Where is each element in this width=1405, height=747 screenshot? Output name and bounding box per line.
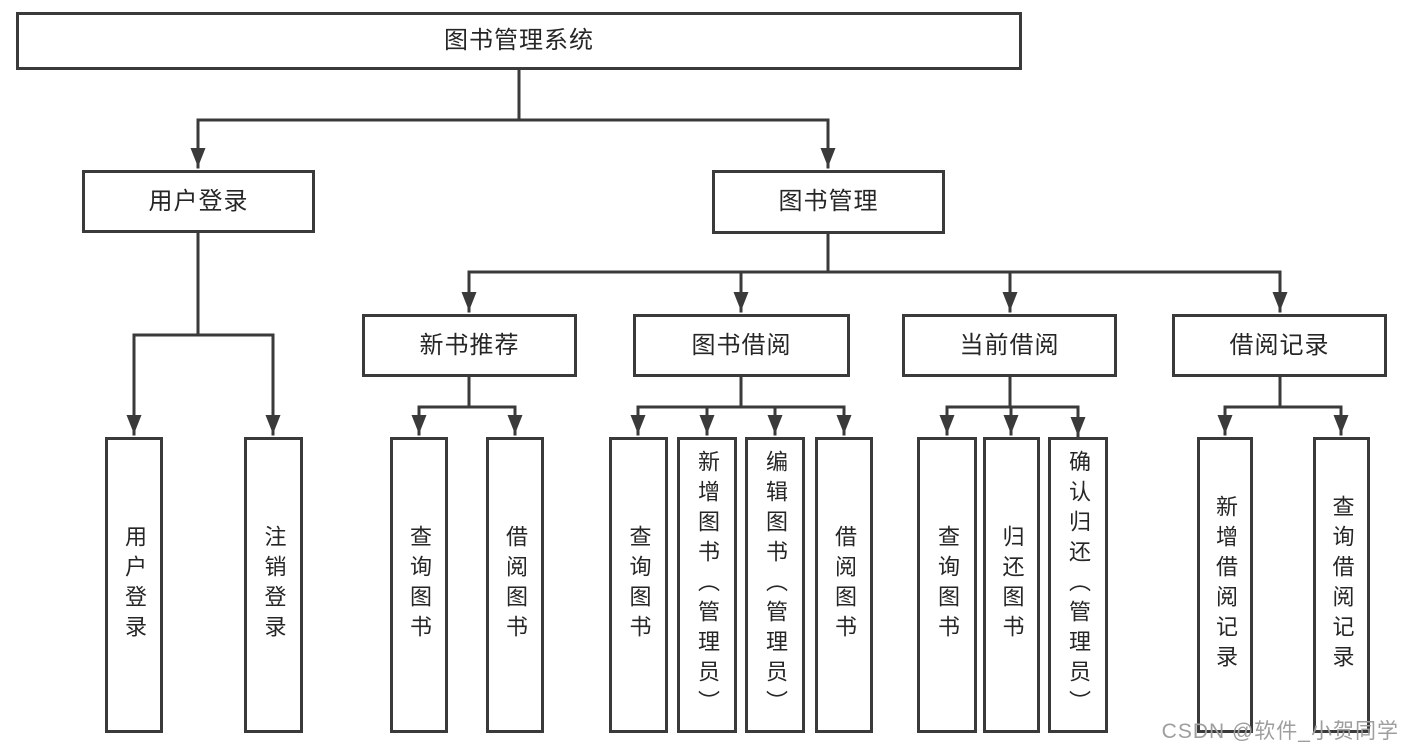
- node-book-management: 图书管理: [712, 170, 945, 234]
- node-leaf-cur-query-books: 查询图书: [917, 437, 977, 733]
- node-leaf-user-login: 用户登录: [105, 437, 163, 733]
- node-book-borrow: 图书借阅: [633, 314, 850, 377]
- node-current-borrow: 当前借阅: [902, 314, 1117, 377]
- node-leaf-bw-borrow-books: 借阅图书: [815, 437, 873, 733]
- node-user-login: 用户登录: [82, 170, 315, 233]
- node-root-system: 图书管理系统: [16, 12, 1022, 70]
- node-leaf-nb-borrow-books: 借阅图书: [486, 437, 544, 733]
- node-new-book-recommend: 新书推荐: [362, 314, 577, 377]
- node-borrow-records: 借阅记录: [1172, 314, 1387, 377]
- node-leaf-nb-query-books: 查询图书: [390, 437, 448, 733]
- node-leaf-rec-query-record: 查询借阅记录: [1313, 437, 1370, 733]
- node-leaf-logout: 注销登录: [244, 437, 303, 733]
- node-leaf-cur-return-books: 归还图书: [983, 437, 1040, 733]
- csdn-watermark: CSDN @软件_小贺同学: [1161, 720, 1399, 743]
- node-leaf-cur-confirm-return-admin: 确认归还（管理员）: [1048, 437, 1108, 733]
- node-leaf-bw-edit-books-admin: 编辑图书（管理员）: [745, 437, 805, 733]
- node-leaf-bw-add-books-admin: 新增图书（管理员）: [677, 437, 737, 733]
- node-leaf-bw-query-books: 查询图书: [609, 437, 668, 733]
- node-leaf-rec-add-record: 新增借阅记录: [1197, 437, 1253, 733]
